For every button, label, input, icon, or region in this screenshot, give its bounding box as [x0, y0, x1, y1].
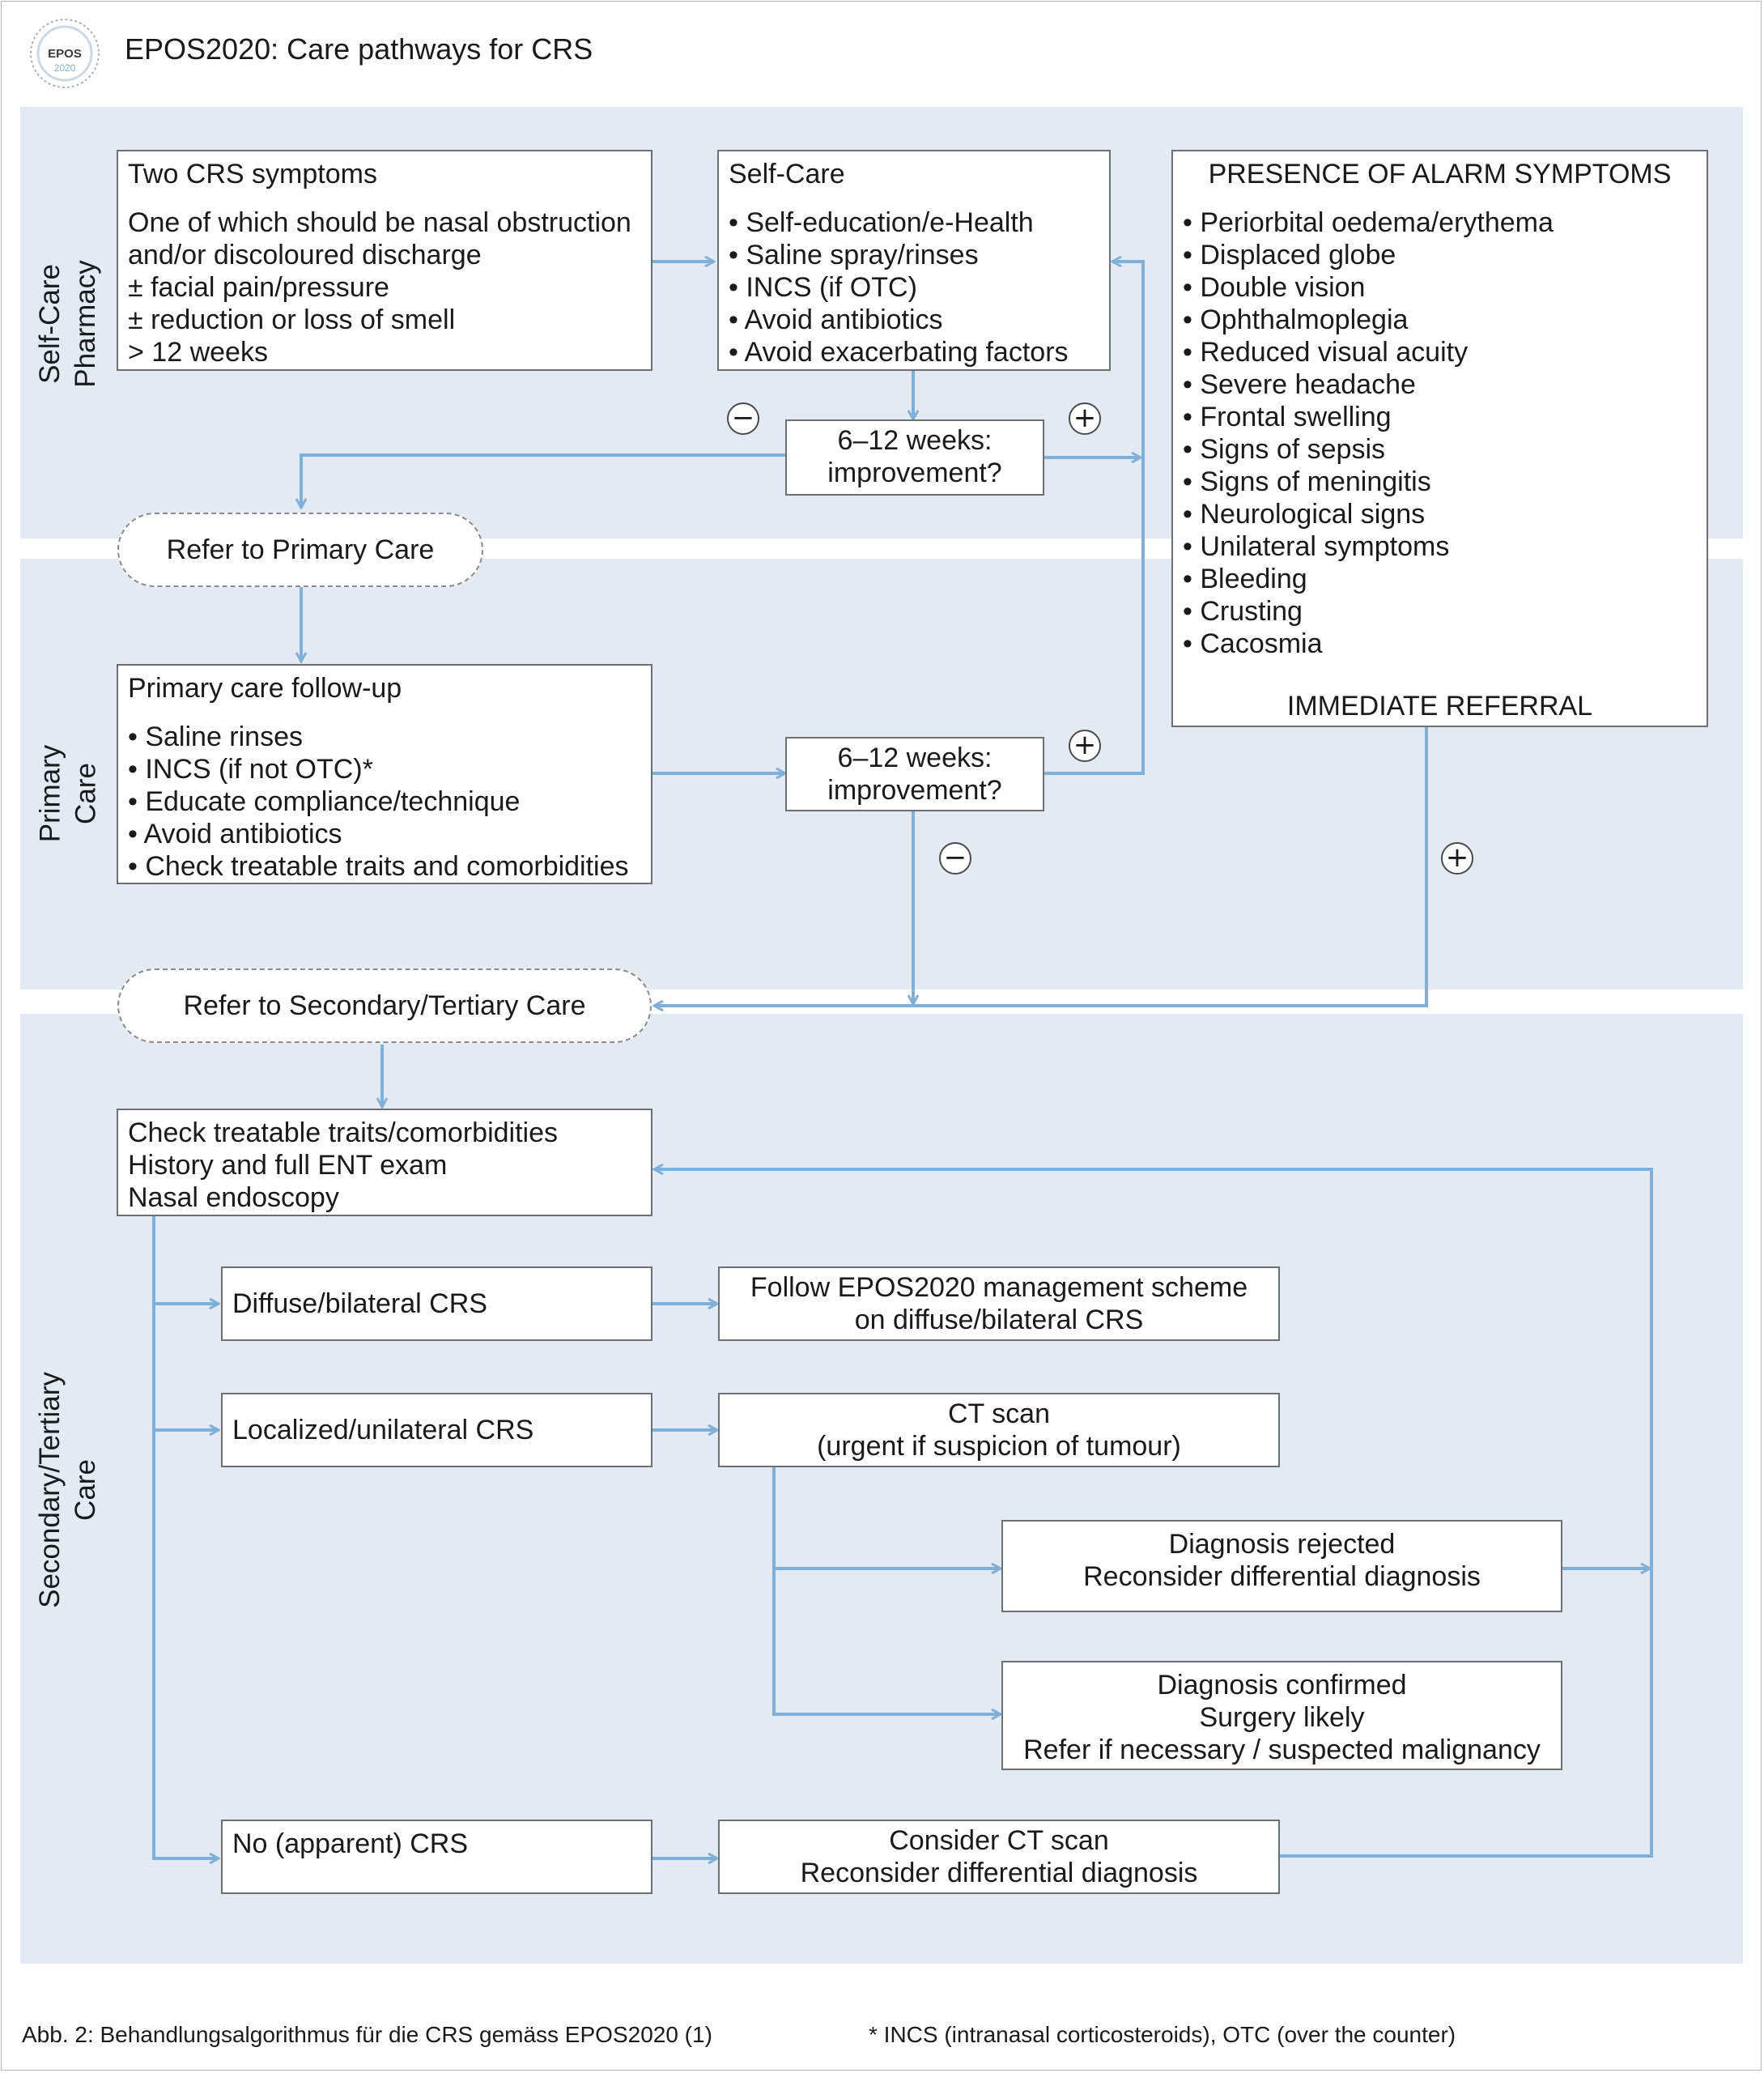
decision-primary-care: 6–12 weeks: improvement? [785, 737, 1044, 811]
svg-text:2020: 2020 [54, 62, 76, 74]
crs-symptoms-line: > 12 weeks [128, 337, 268, 368]
diagnosis-rejected-box: Diagnosis rejected Reconsider differenti… [1001, 1520, 1562, 1612]
alarm-symptom-item: • Periorbital oedema/erythema [1183, 207, 1554, 238]
arrow-alarm-to-refer-secondary [654, 727, 1428, 1006]
arrow-ct-to-rejected [772, 1466, 1001, 1569]
self-care-item: • Saline spray/rinses [729, 240, 979, 270]
primary-care-item: • Avoid antibiotics [128, 819, 342, 849]
localized-crs-box: Localized/unilateral CRS [221, 1393, 652, 1467]
svg-text:EPOS: EPOS [48, 47, 82, 61]
primary-care-title: Primary care follow-up [128, 673, 402, 704]
refer-secondary-care: Refer to Secondary/Tertiary Care [117, 968, 652, 1043]
check-exam-line: History and full ENT exam [128, 1150, 448, 1181]
consider-ct-box: Consider CT scan Reconsider differential… [718, 1820, 1280, 1894]
page-title: EPOS2020: Care pathways for CRS [125, 32, 593, 66]
plus-sign: + [1069, 402, 1101, 435]
primary-care-item: • Saline rinses [128, 722, 304, 752]
primary-care-item: • Check treatable traits and comorbiditi… [128, 851, 629, 882]
crs-symptoms-title: Two CRS symptoms [128, 159, 377, 189]
figure-caption: Abb. 2: Behandlungsalgorithmus für die C… [22, 2022, 712, 2047]
alarm-symptom-item: • Cacosmia [1183, 628, 1323, 659]
crs-symptoms-line: One of which should be nasal obstruction [128, 207, 631, 238]
alarm-symptom-item: • Ophthalmoplegia [1183, 304, 1409, 335]
immediate-referral-label: IMMEDIATE REFERRAL [1286, 691, 1593, 722]
self-care-box: Self-Care • Self-education/e-Health • Sa… [717, 150, 1111, 371]
refer-primary-care: Refer to Primary Care [117, 513, 483, 587]
alarm-symptom-item: • Displaced globe [1183, 240, 1396, 270]
alarm-symptom-item: • Neurological signs [1183, 499, 1426, 530]
self-care-item: • INCS (if OTC) [729, 272, 917, 303]
self-care-title: Self-Care [729, 159, 845, 189]
primary-care-followup-box: Primary care follow-up • Saline rinses •… [117, 664, 652, 884]
check-exam-line: Check treatable traits/comorbidities [128, 1117, 559, 1148]
alarm-symptoms-box: PRESENCE OF ALARM SYMPTOMS • Periorbital… [1171, 150, 1708, 727]
alarm-symptom-item: • Crusting [1183, 596, 1303, 627]
alarm-symptom-item: • Unilateral symptoms [1183, 531, 1450, 562]
alarm-symptom-item: • Bleeding [1183, 564, 1307, 594]
alarm-symptom-item: • Reduced visual acuity [1183, 337, 1469, 368]
arrow-loop-to-check [654, 1169, 1653, 1858]
crs-symptoms-line: ± facial pain/pressure [128, 272, 389, 303]
alarm-symptom-item: • Signs of sepsis [1183, 434, 1386, 465]
diagnosis-confirmed-box: Diagnosis confirmed Surgery likely Refer… [1001, 1661, 1562, 1770]
decision-self-care: 6–12 weeks: improvement? [785, 419, 1044, 496]
plus-sign: + [1069, 730, 1101, 762]
check-exam-box: Check treatable traits/comorbidities His… [117, 1109, 652, 1216]
arrow-decision1-to-refer-primary [301, 453, 785, 508]
self-care-item: • Self-education/e-Health [729, 207, 1034, 238]
follow-epos-box: Follow EPOS2020 management scheme on dif… [718, 1266, 1280, 1341]
crs-symptoms-line: and/or discoloured discharge [128, 240, 482, 270]
no-crs-box: No (apparent) CRS [221, 1820, 652, 1894]
alarm-symptoms-title: PRESENCE OF ALARM SYMPTOMS [1208, 159, 1672, 189]
epos-logo: EPOS 2020 [30, 19, 100, 88]
crs-symptoms-box: Two CRS symptoms One of which should be … [117, 150, 652, 371]
alarm-symptom-item: • Signs of meningitis [1183, 466, 1431, 497]
minus-sign: − [727, 402, 759, 435]
diffuse-crs-box: Diffuse/bilateral CRS [221, 1266, 652, 1341]
alarm-symptom-item: • Double vision [1183, 272, 1366, 303]
self-care-item: • Avoid antibiotics [729, 304, 943, 335]
primary-care-item: • Educate compliance/technique [128, 786, 521, 817]
primary-care-item: • INCS (if not OTC)* [128, 754, 373, 785]
arrow-ct-to-confirmed [772, 1569, 1001, 1714]
arrow-decision2-to-selfcare [1044, 262, 1145, 775]
arrow-branch-no-crs [152, 1216, 219, 1858]
ct-scan-box: CT scan (urgent if suspicion of tumour) [718, 1393, 1280, 1467]
minus-sign: − [939, 842, 971, 875]
check-exam-line: Nasal endoscopy [128, 1182, 339, 1213]
crs-symptoms-line: ± reduction or loss of smell [128, 304, 456, 335]
alarm-symptom-item: • Severe headache [1183, 369, 1416, 400]
alarm-symptom-item: • Frontal swelling [1183, 402, 1392, 432]
footnote: * INCS (intranasal corticosteroids), OTC… [869, 2022, 1456, 2047]
self-care-item: • Avoid exacerbating factors [729, 337, 1069, 368]
plus-sign: + [1441, 842, 1473, 875]
